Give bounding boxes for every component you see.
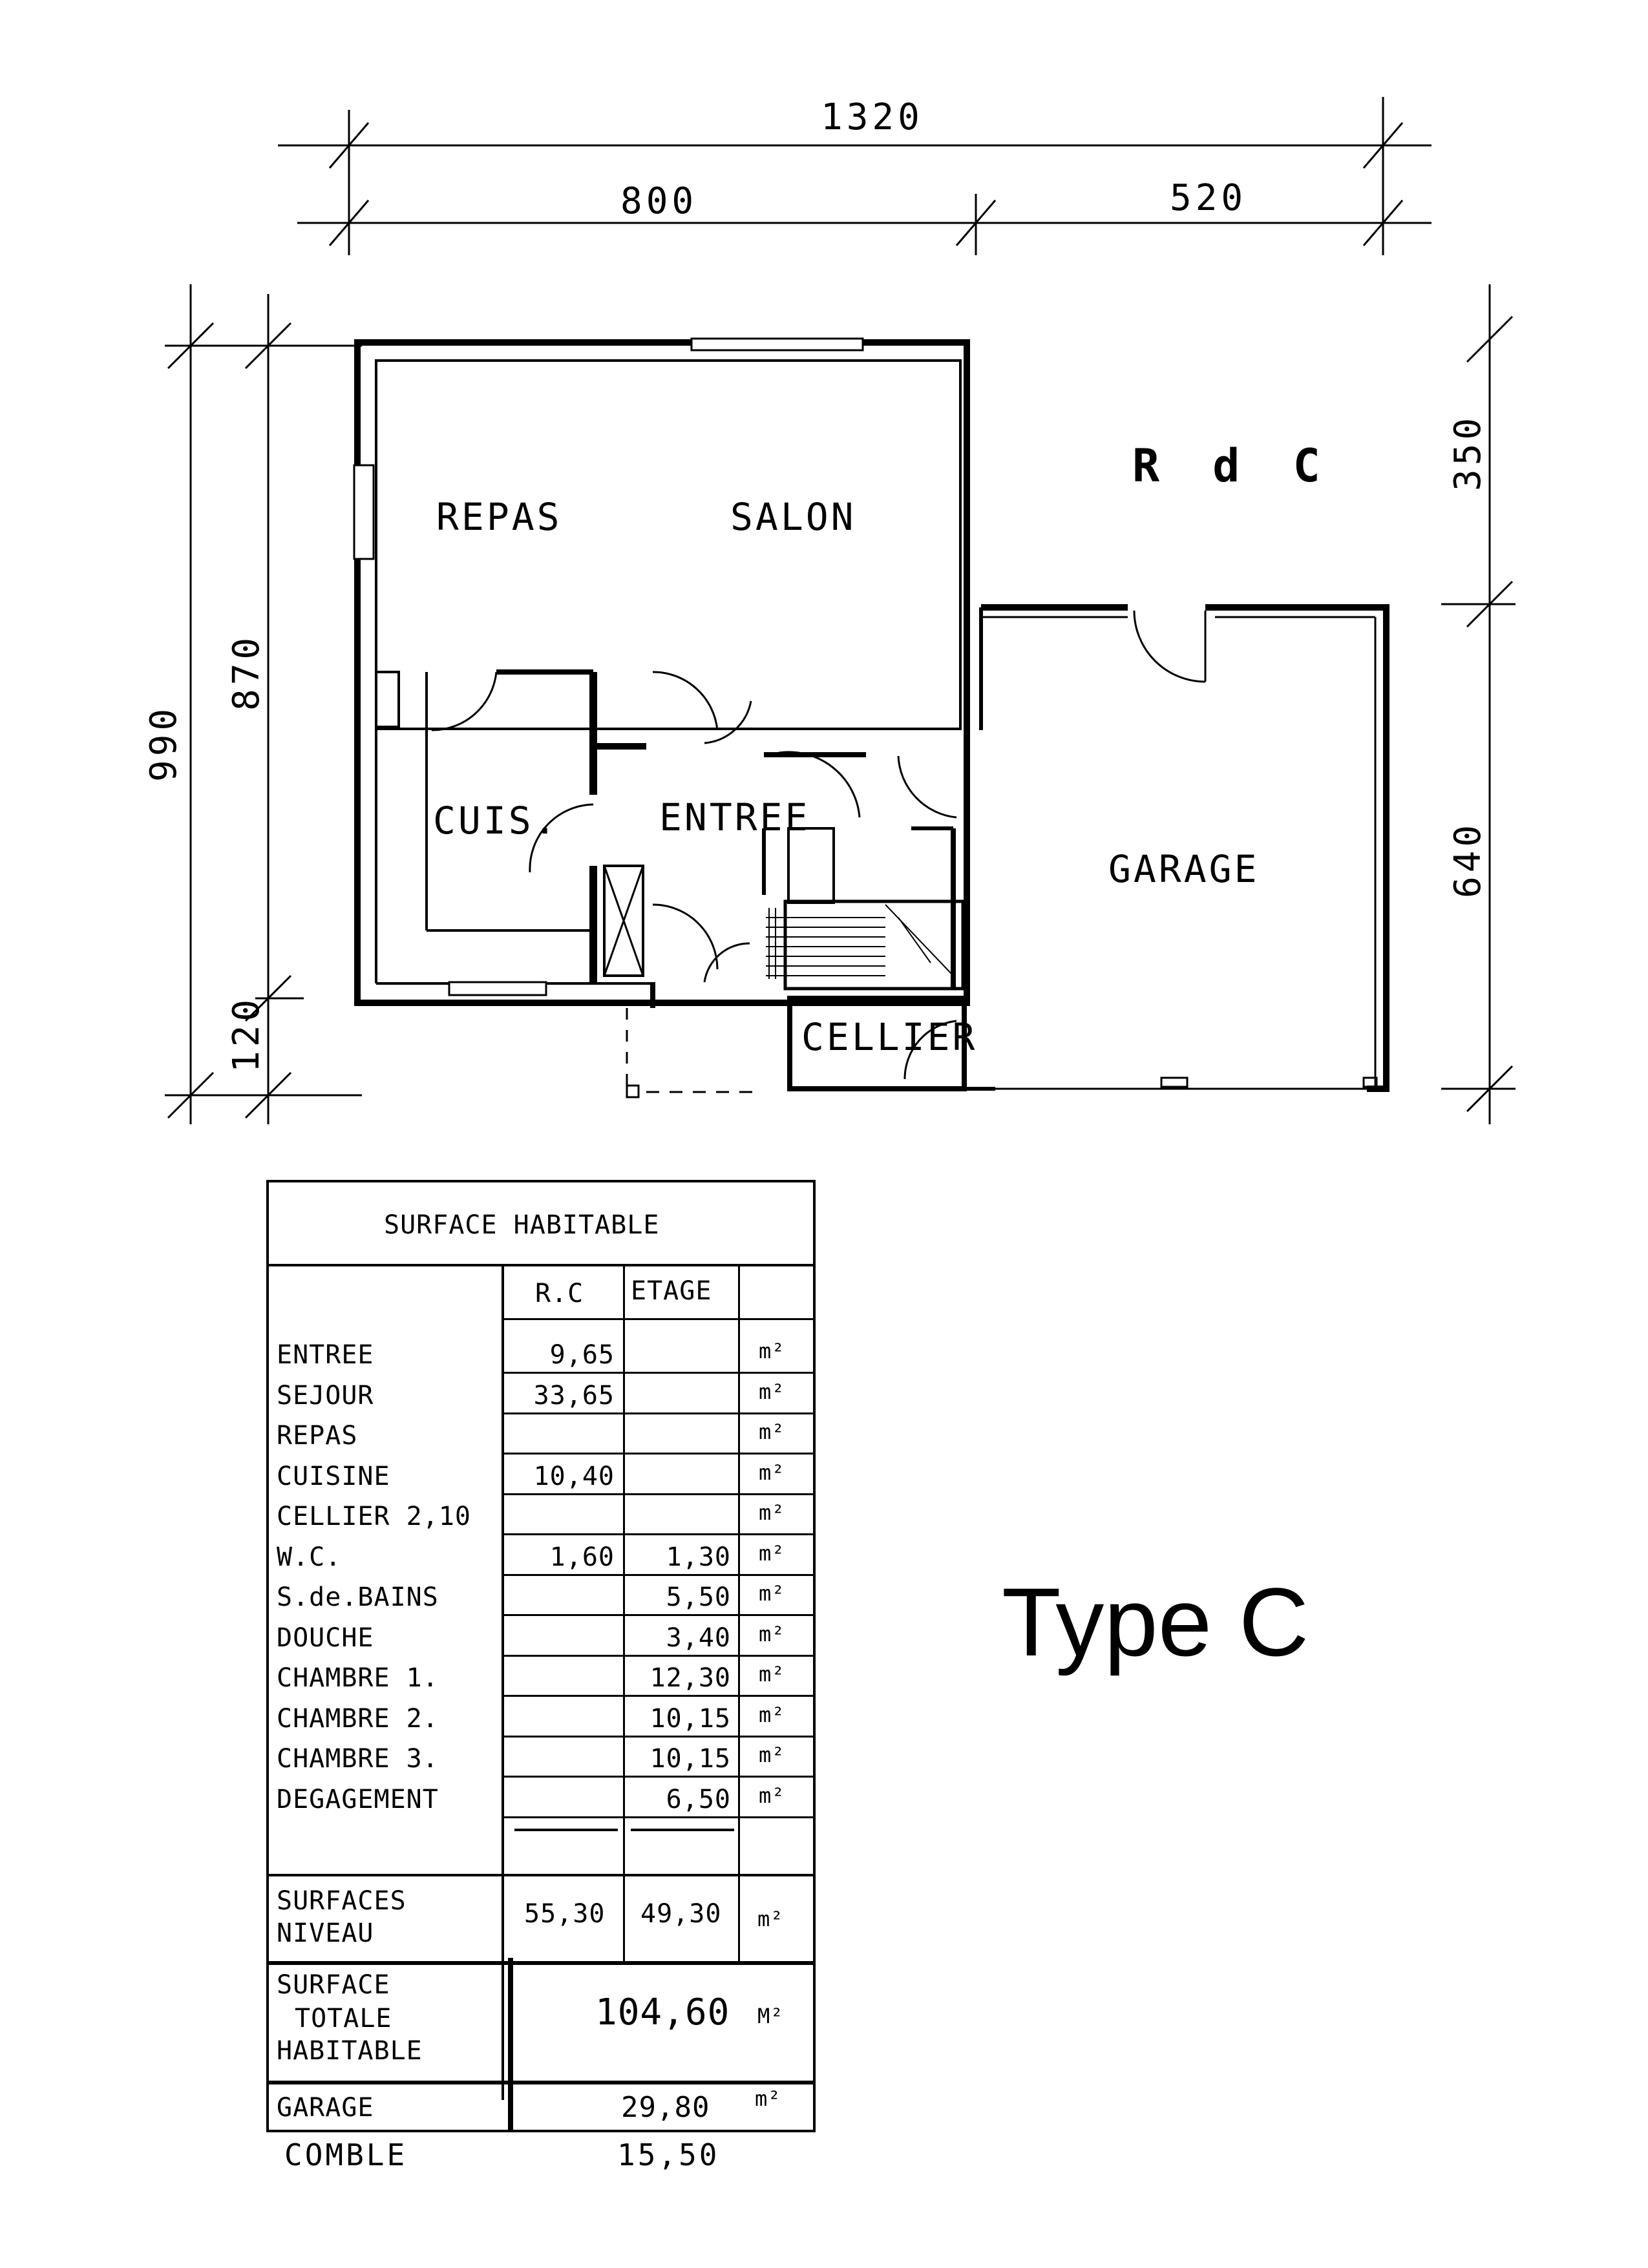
row-label: CELLIER 2,10 — [277, 1502, 471, 1531]
room-label-repas: REPAS — [436, 495, 562, 539]
total-value: 104,60 — [595, 1991, 730, 2033]
row-divider — [504, 1735, 813, 1738]
surfaces-niveau-unit: m² — [757, 1907, 784, 1931]
row-divider — [504, 1816, 813, 1818]
column-header-etage: ETAGE — [631, 1276, 712, 1306]
garage-unit: m² — [755, 2086, 781, 2111]
row-unit: m² — [759, 1662, 785, 1686]
row-label: DEGAGEMENT — [277, 1784, 439, 1814]
row-label: DOUCHE — [277, 1622, 374, 1653]
row-divider — [504, 1614, 813, 1616]
surfaces-niveau-etage: 49,30 — [640, 1899, 722, 1929]
floor-plan: REPAS SALON CUIS. ENTREE GARAGE CELLIER … — [143, 96, 1516, 1124]
row-label: CUISINE — [277, 1461, 390, 1491]
room-label-garage: GARAGE — [1108, 847, 1260, 891]
row-label: S.de.BAINS — [277, 1582, 439, 1612]
row-unit: m² — [759, 1460, 785, 1485]
dim-porch-depth: 120 — [226, 996, 268, 1073]
row-etage-value: 10,15 — [650, 1744, 731, 1774]
garage-label: GARAGE — [277, 2093, 374, 2123]
row-unit: m² — [759, 1581, 785, 1606]
row-etage-value: 5,50 — [666, 1582, 731, 1612]
row-divider — [504, 1573, 813, 1576]
row-unit: m² — [759, 1783, 785, 1808]
row-etage-value: 10,15 — [650, 1703, 731, 1734]
row-etage-value: 6,50 — [666, 1784, 731, 1814]
row-divider — [504, 1372, 813, 1374]
row-divider — [504, 1695, 813, 1697]
row-divider — [504, 1776, 813, 1778]
doors — [431, 610, 1207, 1080]
garage-value: 29,80 — [621, 2091, 710, 2124]
comble-label: COMBLE — [284, 2137, 408, 2172]
row-label: CHAMBRE 1. — [277, 1663, 439, 1693]
total-label-2: TOTALE — [295, 2004, 392, 2033]
table-title: SURFACE HABITABLE — [384, 1210, 660, 1240]
total-label-1: SURFACE — [277, 1970, 390, 2000]
dim-upper-right: 350 — [1447, 414, 1489, 491]
dim-total-depth: 990 — [143, 705, 185, 782]
total-unit: M² — [757, 2004, 784, 2028]
surfaces-niveau-label-1: SURFACES — [277, 1886, 407, 1916]
surfaces-niveau-label-2: NIVEAU — [277, 1918, 374, 1948]
row-etage-value: 3,40 — [666, 1622, 731, 1653]
row-divider — [504, 1453, 813, 1454]
level-label: R d C — [1132, 439, 1333, 492]
row-unit: m² — [759, 1540, 785, 1566]
row-divider — [504, 1493, 813, 1495]
room-label-cuisine: CUIS. — [433, 799, 559, 843]
dim-house-depth: 870 — [226, 634, 268, 711]
total-label-3: HABITABLE — [277, 2036, 423, 2066]
row-unit: m² — [759, 1420, 785, 1444]
row-unit: m² — [759, 1702, 785, 1727]
dimension-lines — [165, 97, 1516, 1124]
table-title-cell — [269, 1182, 813, 1266]
row-unit: m² — [759, 1743, 785, 1767]
dim-left-width: 800 — [620, 180, 697, 222]
walls — [353, 337, 1389, 1098]
row-unit: m² — [759, 1621, 785, 1646]
row-etage-value: 1,30 — [666, 1542, 731, 1572]
row-etage-value: 12,30 — [650, 1663, 731, 1693]
dim-total-width: 1320 — [821, 96, 924, 138]
row-label: CHAMBRE 2. — [277, 1703, 439, 1734]
row-label: CHAMBRE 3. — [277, 1744, 439, 1774]
row-rc-value: 10,40 — [533, 1461, 615, 1491]
row-unit: m² — [759, 1500, 785, 1525]
column-header-rc: R.C — [535, 1279, 584, 1308]
row-label: ENTREE — [277, 1340, 374, 1370]
comble-value: 15,50 — [617, 2137, 720, 2172]
room-label-salon: SALON — [730, 495, 856, 539]
row-rc-value: 9,65 — [549, 1340, 615, 1370]
row-label: REPAS — [277, 1421, 358, 1451]
room-label-entree: ENTREE — [659, 795, 810, 839]
row-unit: m² — [759, 1379, 785, 1404]
dim-right-width: 520 — [1170, 177, 1247, 219]
row-rc-value: 1,60 — [549, 1542, 615, 1572]
row-label: W.C. — [277, 1542, 342, 1572]
row-divider — [504, 1654, 813, 1657]
row-rc-value: 33,65 — [533, 1380, 615, 1411]
row-label: SEJOUR — [277, 1380, 374, 1411]
surfaces-niveau-rc: 55,30 — [524, 1899, 606, 1929]
row-divider — [504, 1412, 813, 1414]
row-divider — [504, 1533, 813, 1535]
type-label: Type C — [1002, 1568, 1309, 1676]
dim-lower-right: 640 — [1447, 821, 1489, 898]
surface-table: SURFACE HABITABLE R.C ETAGE ENTREE 9,65 m²… — [266, 1180, 816, 2132]
room-label-cellier: CELLIER — [801, 1015, 977, 1059]
row-unit: m² — [759, 1339, 785, 1363]
